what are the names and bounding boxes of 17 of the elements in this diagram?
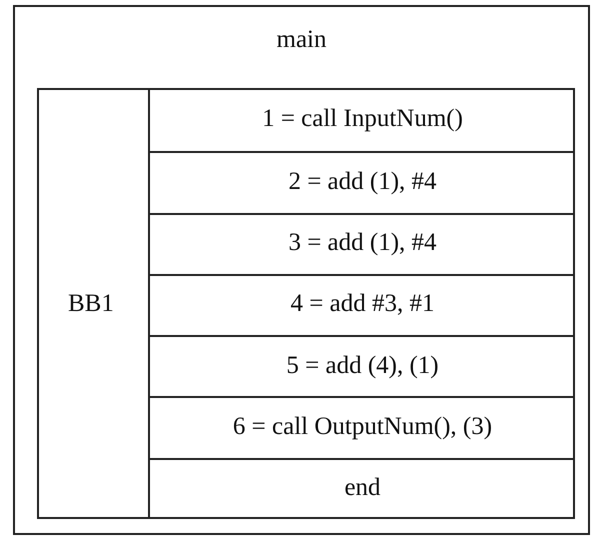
instruction-row (148, 396, 575, 458)
instruction-row (148, 335, 575, 396)
node-label: 5 = add (4), (1) (286, 350, 439, 381)
instruction-row (148, 458, 575, 519)
instruction-row (148, 212, 575, 274)
node-label: main (276, 25, 326, 55)
node-label: BB1 (68, 288, 114, 318)
node-label: 4 = add #3, #1 (290, 289, 434, 320)
node-label: 6 = call OutputNum(), (3) (232, 412, 492, 442)
node-label: 2 = add (1), #4 (288, 166, 437, 197)
function-frame (13, 5, 590, 535)
node-label: 3 = add (1), #4 (288, 228, 437, 258)
instruction-row (148, 151, 575, 213)
node-label: 1 = call InputNum() (262, 104, 463, 134)
instruction-row (148, 274, 575, 336)
node-label: end (344, 473, 381, 504)
basic-block-box (37, 88, 575, 519)
